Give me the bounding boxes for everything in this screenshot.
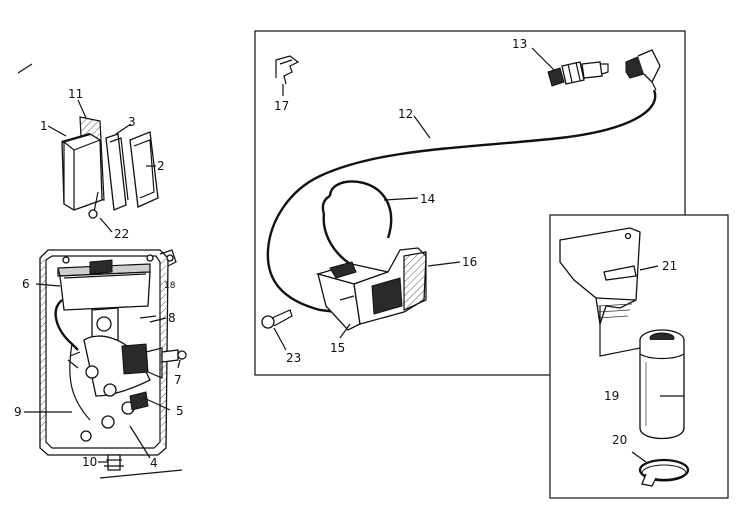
- callout-23: 23: [286, 351, 301, 365]
- callout-10: 10: [82, 455, 97, 469]
- part-20-clamp: [631, 451, 690, 487]
- callout-3: 3: [128, 115, 136, 129]
- part-13-spark-plug: [531, 47, 609, 87]
- part-19-cylinder: [639, 329, 685, 440]
- part-23-screw: [261, 309, 293, 351]
- part-8-contact: [121, 343, 149, 375]
- callout-17: 17: [274, 99, 289, 113]
- part-14-coil: [321, 180, 419, 265]
- callout-14: 14: [420, 192, 435, 206]
- cover-assembly: [47, 99, 159, 233]
- callout-5: 5: [176, 404, 184, 418]
- stray-mark: [99, 469, 183, 479]
- callout-9: 9: [14, 405, 22, 419]
- callout-15: 15: [330, 341, 345, 355]
- part-12-wire: [266, 89, 657, 314]
- callout-16: 16: [462, 255, 477, 269]
- callout-6: 6: [22, 277, 30, 291]
- callout-22: 22: [114, 227, 129, 241]
- callout-7: 7: [174, 373, 182, 387]
- inset-frame: [549, 214, 729, 499]
- part-10-bolt: [107, 454, 121, 471]
- stray-mark: [17, 63, 33, 74]
- part-16-module: [315, 247, 461, 339]
- part-21-bracket: [559, 227, 659, 357]
- callout-19: 19: [604, 389, 619, 403]
- part-17-clip: [275, 55, 300, 96]
- callout-2: 2: [157, 159, 165, 173]
- callout-21: 21: [662, 259, 677, 273]
- callout-18: 18: [164, 281, 176, 291]
- base-assembly: [24, 249, 187, 471]
- callout-8: 8: [168, 311, 176, 325]
- part-6-bracket: [59, 271, 151, 311]
- plug-boot: [625, 49, 661, 91]
- callout-1: 1: [40, 119, 48, 133]
- main-frame: [254, 30, 686, 376]
- part-22-screw: [88, 209, 98, 219]
- part-3-plate: [105, 133, 127, 211]
- callout-11: 11: [68, 87, 83, 101]
- callout-20: 20: [612, 433, 627, 447]
- callout-12: 12: [398, 107, 413, 121]
- callout-4: 4: [150, 456, 158, 470]
- callout-13: 13: [512, 37, 527, 51]
